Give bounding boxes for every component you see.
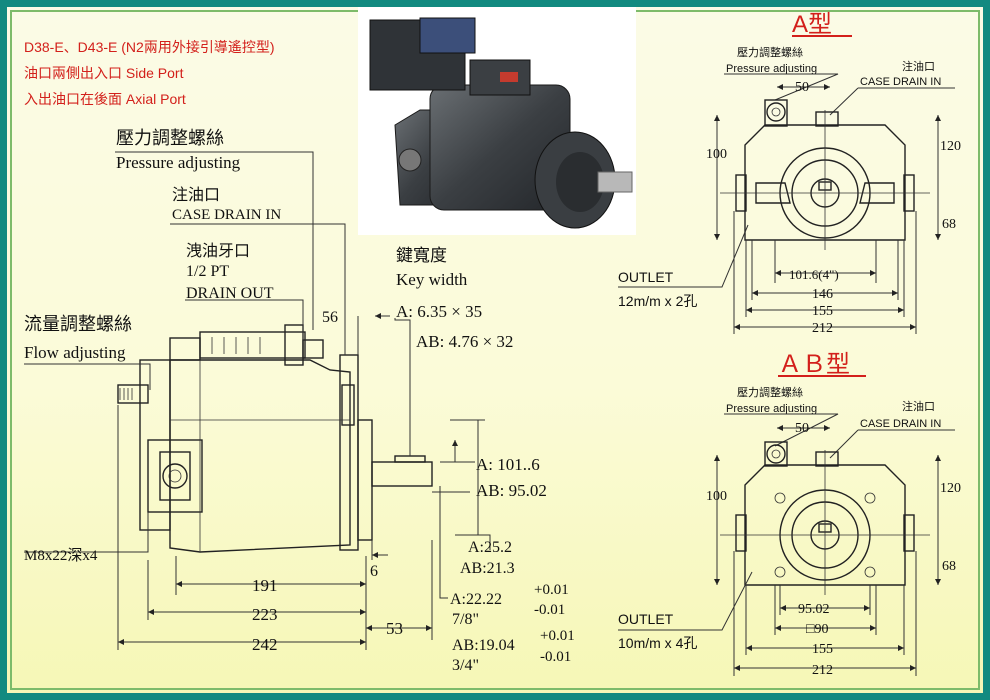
key-height-ab: AB:21.3 <box>460 560 515 577</box>
view-a: A型 壓力調整螺絲 Pressure adjusting 注油口 CASE DR… <box>618 11 961 336</box>
shaft-center-a: A: 101..6 <box>476 455 540 474</box>
view-ab-pressure-en: Pressure adjusting <box>726 403 817 415</box>
view-a-dim-146: 146 <box>812 287 833 302</box>
shaft-dia-a-tol-up: +0.01 <box>534 582 569 598</box>
shaft-center-ab: AB: 95.02 <box>476 481 547 500</box>
flow-adjusting-en: Flow adjusting <box>24 343 126 362</box>
dim-53: 53 <box>386 619 403 638</box>
dim-223: 223 <box>252 605 278 624</box>
shaft-dia-ab-tol-up: +0.01 <box>540 628 575 644</box>
side-view-dimensions <box>24 151 491 650</box>
view-a-drain-zh: 注油口 <box>902 59 935 73</box>
view-ab-outlet-spec: 10m/m x 4孔 <box>618 635 697 651</box>
dim-6: 6 <box>370 563 378 580</box>
header-axial-port: 入出油口在後面 Axial Port <box>24 91 186 107</box>
pressure-adjusting-en: Pressure adjusting <box>116 153 241 172</box>
view-a-drain-en: CASE DRAIN IN <box>860 76 941 88</box>
case-drain-en: CASE DRAIN IN <box>172 207 281 223</box>
view-a-dim-68: 68 <box>942 217 956 232</box>
key-ab: AB: 4.76 × 32 <box>416 332 513 351</box>
shaft-dia-ab-inch: 3/4" <box>452 657 479 674</box>
shaft-dia-a: A:22.22 <box>450 591 502 608</box>
view-ab-dim-100: 100 <box>706 489 727 504</box>
view-a-outlet: OUTLET <box>618 269 674 285</box>
shaft-dia-a-inch: 7/8" <box>452 611 479 628</box>
view-ab-outlet: OUTLET <box>618 611 674 627</box>
shaft-dia-ab-tol-dn: -0.01 <box>540 649 571 665</box>
view-ab-dim-212: 212 <box>812 663 833 678</box>
shaft-dia-ab: AB:19.04 <box>452 637 515 654</box>
view-ab-dim-95: 95.02 <box>798 602 830 617</box>
view-ab: ＡＢ型 壓力調整螺絲 Pressure adjusting 注油口 CASE D… <box>618 351 961 678</box>
dim-242: 242 <box>252 635 278 654</box>
header-side-port: 油口兩側出入口 Side Port <box>24 65 184 81</box>
view-a-dim-120: 120 <box>940 139 961 154</box>
drain-out-en: DRAIN OUT <box>186 285 274 302</box>
view-a-dim-212: 212 <box>812 321 833 336</box>
header-block: D38-E、D43-E (N2兩用外接引導遙控型) 油口兩側出入口 Side P… <box>24 39 274 107</box>
pressure-adjusting-zh: 壓力調整螺絲 <box>116 128 224 148</box>
dim-56: 56 <box>322 309 338 326</box>
case-drain-zh: 注油口 <box>172 186 220 204</box>
view-ab-drain-en: CASE DRAIN IN <box>860 418 941 430</box>
shaft-dia-a-tol-dn: -0.01 <box>534 602 565 618</box>
view-a-dim-50: 50 <box>795 80 809 95</box>
key-width-zh: 鍵寬度 <box>396 246 447 265</box>
view-ab-dim-68: 68 <box>942 559 956 574</box>
key-a: A: 6.35 × 35 <box>396 302 482 321</box>
drain-out-pt: 1/2 PT <box>186 263 229 280</box>
view-a-title: A型 <box>792 11 832 38</box>
view-a-dim-100: 100 <box>706 147 727 162</box>
side-view-drawing <box>117 324 433 553</box>
header-model-line: D38-E、D43-E (N2兩用外接引導遙控型) <box>24 39 274 55</box>
pump-photo <box>358 7 636 235</box>
side-view-labels: 壓力調整螺絲 Pressure adjusting 注油口 CASE DRAIN… <box>24 128 575 674</box>
view-a-outlet-spec: 12m/m x 2孔 <box>618 293 697 309</box>
view-ab-dim-155: 155 <box>812 642 833 657</box>
drain-out-zh: 洩油牙口 <box>186 242 250 260</box>
view-ab-drain-zh: 注油口 <box>902 399 935 413</box>
view-ab-pressure-zh: 壓力調整螺絲 <box>737 385 803 399</box>
view-a-dim-101: 101.6(4") <box>789 267 839 282</box>
key-width-en: Key width <box>396 270 468 289</box>
view-ab-dim-120: 120 <box>940 481 961 496</box>
key-height-a: A:25.2 <box>468 539 512 556</box>
view-ab-dim-90: □90 <box>806 622 828 637</box>
bolt-spec: M8x22深x4 <box>24 547 98 564</box>
view-a-dim-155: 155 <box>812 304 833 319</box>
view-ab-title: ＡＢ型 <box>778 351 850 378</box>
dim-191: 191 <box>252 576 278 595</box>
view-ab-dim-50: 50 <box>795 421 809 436</box>
view-a-pressure-en: Pressure adjusting <box>726 63 817 75</box>
view-a-pressure-zh: 壓力調整螺絲 <box>737 45 803 59</box>
flow-adjusting-zh: 流量調整螺絲 <box>24 314 132 334</box>
